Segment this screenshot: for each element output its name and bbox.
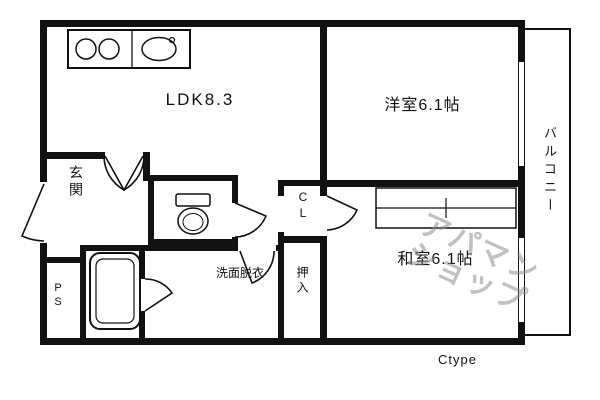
wall-right-upper [518, 20, 525, 62]
wall-cl-left-upper [278, 180, 284, 196]
window-japanese-room [518, 238, 525, 322]
wall-bath-upper [139, 251, 145, 279]
window-western-room [518, 62, 525, 166]
wall-ps-top [40, 257, 86, 263]
room-label-washroom: 洗面脱衣 [215, 266, 264, 280]
bathtub-icon [89, 252, 141, 330]
bath-door-arc-icon [144, 278, 174, 312]
wall-genkan-step [143, 152, 150, 181]
room-label-oshiire: 押入 [295, 266, 309, 296]
plan-type-label: Ctype [438, 352, 477, 367]
wall-cl-top [278, 180, 326, 186]
kitchen-counter-icon [67, 29, 191, 69]
wall-genkan-top [40, 152, 105, 159]
wall-bath-lower [139, 311, 145, 345]
wall-left-lower [40, 243, 47, 345]
kitchen-sink-icon [141, 36, 177, 62]
wall-cl-bottom [278, 236, 326, 243]
balcony-rail [525, 28, 571, 336]
wall-spine-lower [320, 236, 327, 345]
washroom-door-arc-icon [239, 250, 275, 285]
room-label-western: 洋室6.1帖 [384, 97, 461, 114]
wall-toilet-bottom [148, 239, 238, 245]
wall-right-middle [518, 166, 525, 238]
wall-toilet-left [148, 175, 154, 245]
wall-spine-upper [320, 20, 327, 196]
wall-toilet-right-upper [232, 175, 238, 203]
stove-burner-icon [75, 38, 97, 60]
stove-burner-icon [98, 38, 120, 60]
entrance-door-arc-icon [20, 183, 45, 242]
room-label-closet: CL [296, 190, 310, 222]
room-label-balcony: バルコニー [542, 126, 557, 216]
wall-left-upper [40, 20, 47, 182]
bathtub-inner-icon [95, 258, 135, 324]
room-label-ps: PS [52, 282, 64, 310]
genkan-door-arc-icon [104, 155, 145, 192]
japanese-room-door-arc-icon [326, 195, 359, 231]
room-label-ldk: LDK8.3 [165, 90, 235, 109]
room-label-japanese: 和室6.1帖 [397, 251, 474, 268]
wall-ps-right [80, 245, 86, 345]
toilet-tank-icon [175, 193, 211, 207]
faucet-icon [168, 36, 176, 44]
toilet-bowl-inner-icon [182, 213, 204, 231]
genkan-door-arc-icon [103, 155, 144, 192]
wall-western-japanese [320, 180, 525, 187]
wall-toilet-top [143, 175, 238, 181]
wall-oshiire-left [278, 243, 284, 345]
room-label-genkan: 玄関 [68, 165, 84, 199]
wall-right-lower [518, 322, 525, 345]
wall-washroom-top-left [80, 245, 238, 251]
wall-top [40, 20, 525, 27]
toilet-door-arc-icon [234, 202, 268, 238]
